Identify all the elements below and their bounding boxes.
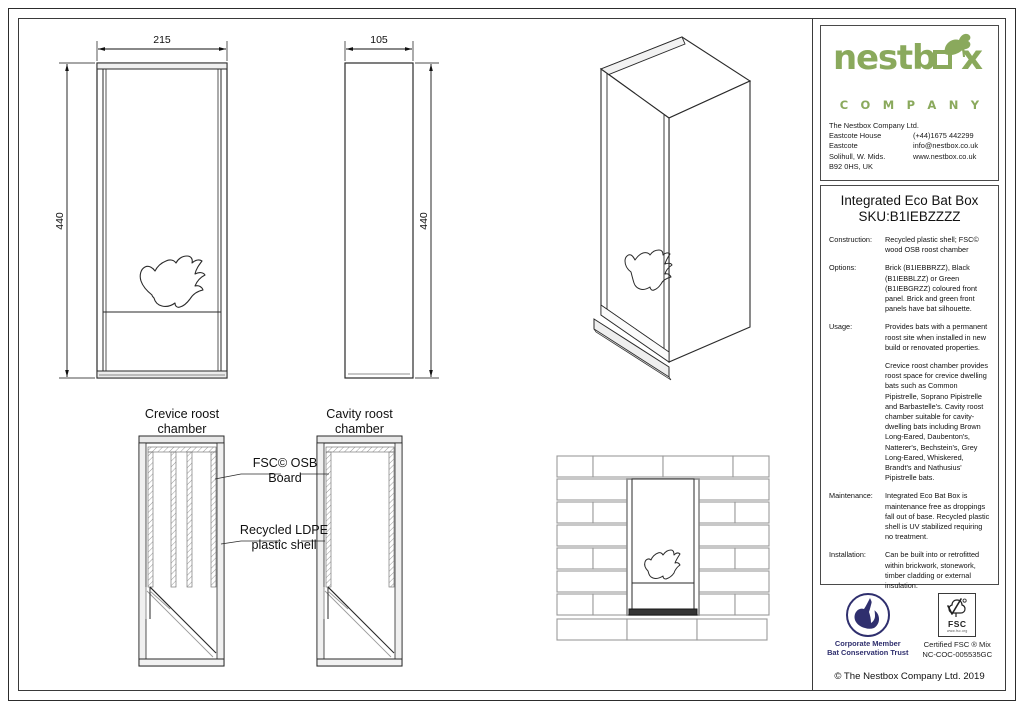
email-address[interactable]: info@nestbox.co.uk xyxy=(913,141,979,151)
fsc-line-2: NC-COC-005535GC xyxy=(922,649,993,659)
contact-details: The Nestbox Company Ltd. Eastcote House … xyxy=(829,121,990,172)
ldpe-label-line1: Recycled LDPE xyxy=(239,523,329,537)
certification-area: Corporate Member Bat Conservation Trust … xyxy=(820,593,999,681)
spec-value-maintenance: Integrated Eco Bat Box is maintenance fr… xyxy=(885,491,990,542)
cavity-roost-label: Cavity roost chamber xyxy=(302,407,417,437)
spec-row-construction: Construction: Recycled plastic shell; FS… xyxy=(829,235,990,255)
spec-value-usage: Provides bats with a permanent roost sit… xyxy=(885,322,988,352)
fsc-logo: FSC www.fsc.org xyxy=(938,593,977,637)
bct-caption: Corporate Member Bat Conservation Trust xyxy=(822,639,914,658)
address-line-2: Eastcote xyxy=(829,141,858,151)
bct-bat-icon xyxy=(854,598,879,629)
contact-row-1: Eastcote House (+44)1675 442299 xyxy=(829,131,990,141)
dimension-440-left-text: 440 xyxy=(54,212,66,230)
dimension-440-right-text: 440 xyxy=(418,212,430,230)
certification-row: Corporate Member Bat Conservation Trust … xyxy=(820,593,999,659)
logo-wordmark-text: nestb xyxy=(833,38,936,78)
bird-icon xyxy=(944,33,971,57)
logo-company-text: C O M P A N Y xyxy=(839,98,984,112)
fsc-abbreviation: FSC xyxy=(948,618,967,629)
spec-label-usage: Usage: xyxy=(829,322,853,332)
copyright-notice: © The Nestbox Company Ltd. 2019 xyxy=(834,671,985,682)
osb-label-line2: Board xyxy=(268,471,302,485)
crevice-label-line2: chamber xyxy=(157,422,207,436)
spec-value-construction: Recycled plastic shell; FSC© wood OSB ro… xyxy=(885,235,979,255)
spec-value-roost-detail: Crevice roost chamber provides roost spa… xyxy=(885,361,989,483)
bat-conservation-trust-badge: Corporate Member Bat Conservation Trust xyxy=(822,593,914,658)
contact-row-3: Solihull, W. Mids. www.nestbox.co.uk xyxy=(829,152,990,162)
side-elevation-view xyxy=(344,62,414,379)
front-elevation-view xyxy=(96,62,228,379)
annotation-leaders xyxy=(214,473,329,545)
dimension-front-height: 440 xyxy=(54,62,95,379)
ldpe-shell-annotation: Recycled LDPE plastic shell xyxy=(229,523,339,553)
address-line-3: Solihull, W. Mids. xyxy=(829,151,886,161)
phone-number: (+44)1675 442299 xyxy=(913,131,974,141)
dimension-215-text: 215 xyxy=(153,34,171,46)
crevice-roost-section-view xyxy=(138,435,225,667)
bat-silhouette-iso xyxy=(624,249,673,291)
technical-drawing-svg: 215 440 105 xyxy=(54,34,770,667)
dimension-side-height: 440 xyxy=(415,62,439,379)
dimension-105-text: 105 xyxy=(370,34,388,46)
cavity-roost-section-view xyxy=(316,435,403,667)
spec-label-installation: Installation: xyxy=(829,550,866,560)
spec-row-options: Options: Brick (B1IEBBRZZ), Black (B1IEB… xyxy=(829,263,990,314)
osb-board-annotation: FSC© OSB Board xyxy=(237,456,333,486)
spec-value-options: Brick (B1IEBBRZZ), Black (B1IEBBLZZ) or … xyxy=(885,263,978,314)
dimension-front-width: 215 xyxy=(96,34,228,61)
cavity-label-line1: Cavity roost xyxy=(326,407,393,421)
cavity-label-line2: chamber xyxy=(335,422,384,436)
company-name: The Nestbox Company Ltd. xyxy=(829,121,919,130)
spec-row-installation: Installation: Can be built into or retro… xyxy=(829,550,990,591)
spec-label-maintenance: Maintenance: xyxy=(829,491,873,501)
fsc-tree-checkmark-icon xyxy=(947,597,967,617)
crevice-label-line1: Crevice roost xyxy=(144,407,220,421)
crevice-roost-label: Crevice roost chamber xyxy=(123,407,241,437)
ldpe-label-line2: plastic shell xyxy=(251,538,317,552)
bat-conservation-trust-logo xyxy=(845,593,890,637)
fsc-caption: Certified FSC ® Mix NC-COC-005535GC xyxy=(917,640,997,659)
contact-row-2: Eastcote info@nestbox.co.uk xyxy=(829,141,990,151)
bct-line-1: Corporate Member xyxy=(834,639,901,648)
specification-box: Integrated Eco Bat Box SKU:B1IEBZZZZ Con… xyxy=(820,185,999,590)
product-sku: SKU:B1IEBZZZZ xyxy=(858,209,961,224)
product-title: Integrated Eco Bat Box xyxy=(840,193,979,208)
fsc-line-1: Certified FSC ® Mix xyxy=(923,640,991,649)
sheet-border-inner xyxy=(18,18,1006,691)
isometric-3d-view xyxy=(593,36,752,381)
bat-silhouette xyxy=(139,255,206,308)
sheet-border-outer xyxy=(8,8,1016,701)
fsc-badge: FSC www.fsc.org Certified FSC ® Mix NC-C… xyxy=(917,593,997,659)
specification-table: Construction: Recycled plastic shell; FS… xyxy=(829,235,990,591)
address-line-1: Eastcote House xyxy=(829,131,882,141)
spec-value-installation: Can be built into or retrofitted within … xyxy=(885,550,980,591)
dimension-side-width: 105 xyxy=(344,34,414,61)
fsc-url-text: www.fsc.org xyxy=(947,628,968,633)
bat-silhouette-brick xyxy=(644,549,681,580)
spec-row-usage: Usage: Provides bats with a permanent ro… xyxy=(829,322,990,353)
website-url[interactable]: www.nestbox.co.uk xyxy=(913,151,977,161)
osb-label-line1: FSC© OSB xyxy=(252,456,318,470)
spec-row-roost-detail: Crevice roost chamber provides roost spa… xyxy=(829,361,990,483)
bct-line-2: Bat Conservation Trust xyxy=(827,648,909,658)
spec-label-construction: Construction: xyxy=(829,235,872,244)
address-line-4: B92 0HS, UK xyxy=(829,161,873,171)
spec-label-options: Options: xyxy=(829,263,857,273)
brickwork-installation-view xyxy=(556,455,770,641)
drawing-area: 215 440 105 xyxy=(19,19,812,690)
contact-row-4: B92 0HS, UK xyxy=(829,162,990,172)
spec-row-maintenance: Maintenance: Integrated Eco Bat Box is m… xyxy=(829,491,990,542)
